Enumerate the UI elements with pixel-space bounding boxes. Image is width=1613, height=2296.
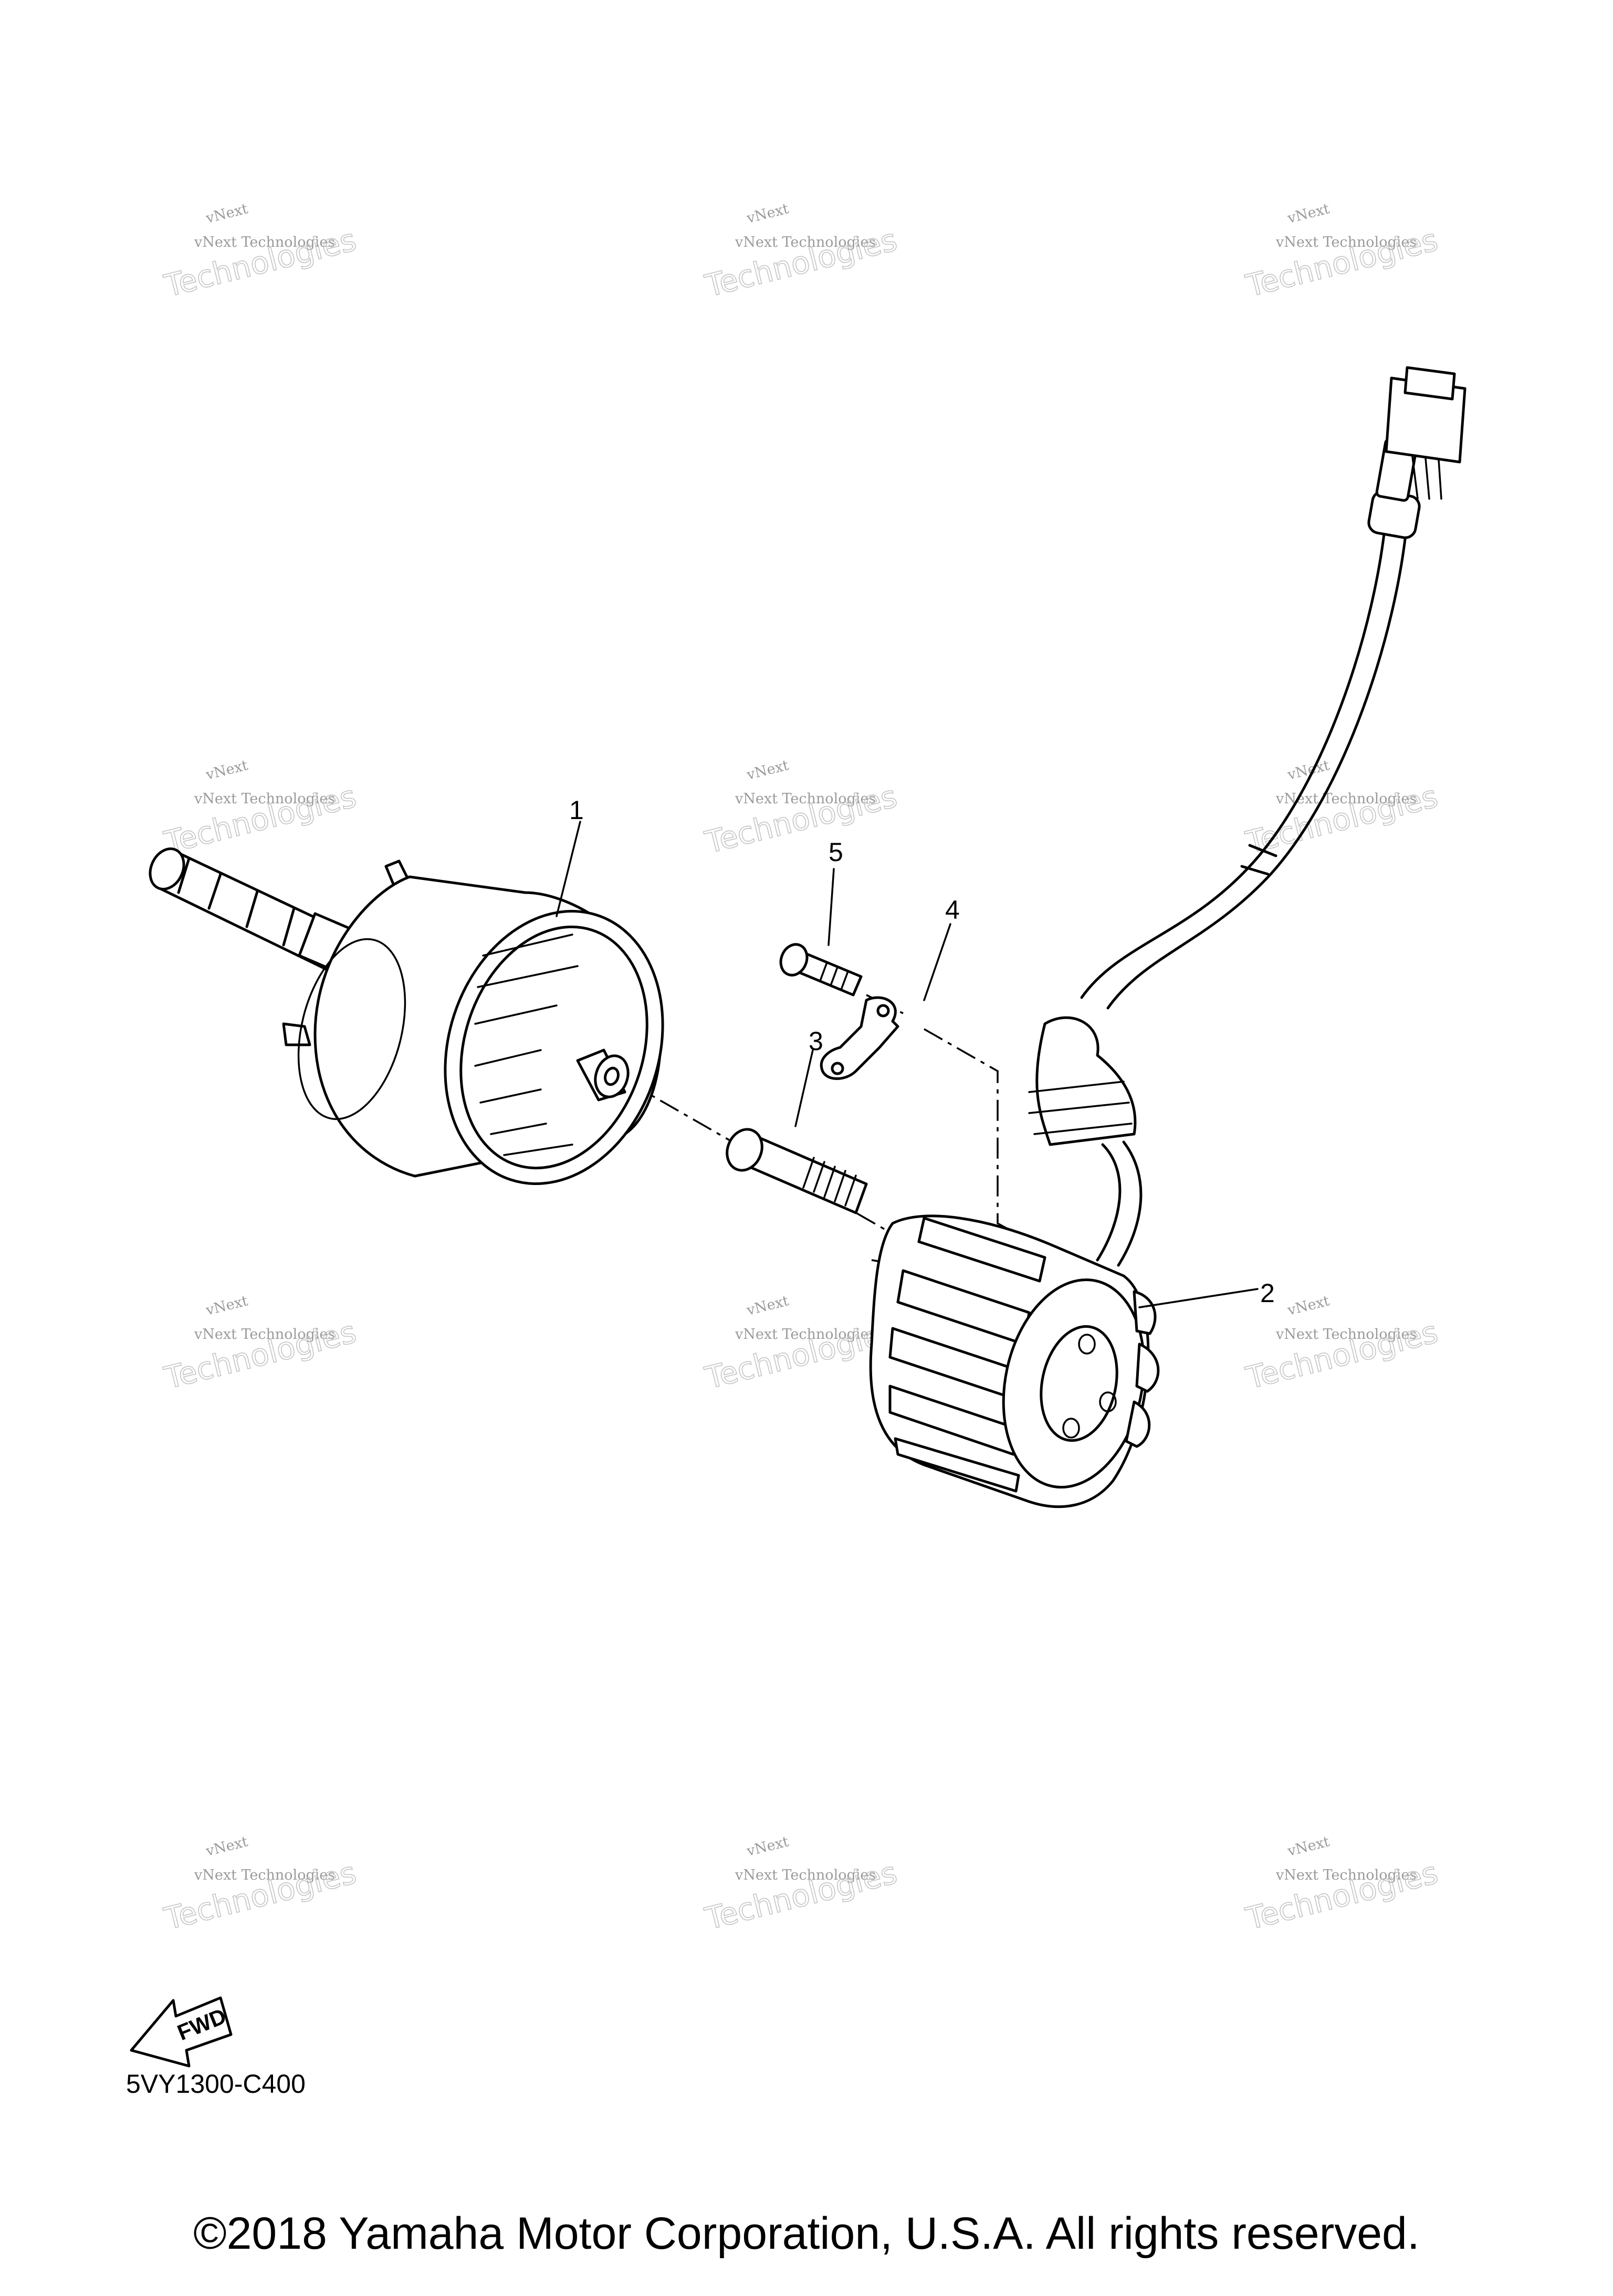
watermark: vNext vNext Technologies Technologies [701, 201, 901, 305]
svg-text:vNext: vNext [204, 757, 249, 783]
watermark: vNext vNext Technologies Technologies [160, 1293, 360, 1397]
clamp-part [820, 996, 899, 1080]
svg-text:vNext: vNext [745, 757, 790, 783]
svg-text:vNext: vNext [1285, 1293, 1331, 1319]
bolt-part-3 [726, 1128, 868, 1214]
watermark: vNext vNext Technologies Technologies [1242, 201, 1442, 305]
diagram-code: 5VY1300-C400 [126, 2069, 306, 2099]
callout-5: 5 [829, 837, 843, 867]
svg-text:vNext: vNext [204, 1293, 249, 1319]
svg-text:vNext: vNext [1285, 201, 1331, 227]
fwd-arrow-icon: FWD [130, 1996, 233, 2068]
callout-2: 2 [1260, 1278, 1275, 1308]
svg-text:vNext Technologies: vNext Technologies [735, 1867, 876, 1883]
stator-part [869, 366, 1467, 1508]
watermark: vNext vNext Technologies Technologies [160, 757, 360, 861]
svg-text:vNext: vNext [1285, 1833, 1331, 1860]
watermark: vNext vNext Technologies Technologies [1242, 1293, 1442, 1397]
watermark: vNext vNext Technologies Technologies [160, 201, 360, 305]
svg-text:vNext: vNext [745, 1833, 790, 1860]
watermark: vNext vNext Technologies Technologies [160, 1833, 360, 1937]
copyright-notice: ©2018 Yamaha Motor Corporation, U.S.A. A… [193, 2208, 1420, 2259]
watermark: vNext vNext Technologies Technologies [701, 1833, 901, 1937]
svg-text:vNext: vNext [204, 1833, 249, 1860]
svg-text:vNext: vNext [204, 201, 249, 227]
svg-text:vNext Technologies: vNext Technologies [194, 1326, 335, 1343]
watermark: vNext vNext Technologies Technologies [701, 757, 901, 861]
svg-text:vNext Technologies: vNext Technologies [194, 791, 335, 807]
svg-text:vNext Technologies: vNext Technologies [1275, 1326, 1417, 1343]
svg-text:vNext Technologies: vNext Technologies [735, 791, 876, 807]
svg-text:vNext Technologies: vNext Technologies [1275, 234, 1417, 250]
svg-text:vNext: vNext [745, 201, 790, 227]
svg-text:vNext: vNext [745, 1293, 790, 1319]
callout-numbers: 1 2 3 4 5 [569, 795, 1275, 1308]
svg-text:vNext Technologies: vNext Technologies [194, 234, 335, 250]
svg-text:vNext Technologies: vNext Technologies [735, 1326, 876, 1343]
svg-text:vNext Technologies: vNext Technologies [1275, 1867, 1417, 1883]
callout-1: 1 [569, 795, 584, 825]
callout-leaders [556, 821, 1259, 1308]
bolt-part-5 [779, 943, 863, 997]
callout-3: 3 [809, 1026, 823, 1056]
watermark: vNext vNext Technologies Technologies [1242, 757, 1442, 861]
watermark: vNext vNext Technologies Technologies [1242, 1833, 1442, 1937]
svg-text:vNext Technologies: vNext Technologies [735, 234, 876, 250]
rotor-part [149, 847, 664, 1185]
callout-4: 4 [945, 895, 960, 925]
svg-text:vNext Technologies: vNext Technologies [194, 1867, 335, 1883]
